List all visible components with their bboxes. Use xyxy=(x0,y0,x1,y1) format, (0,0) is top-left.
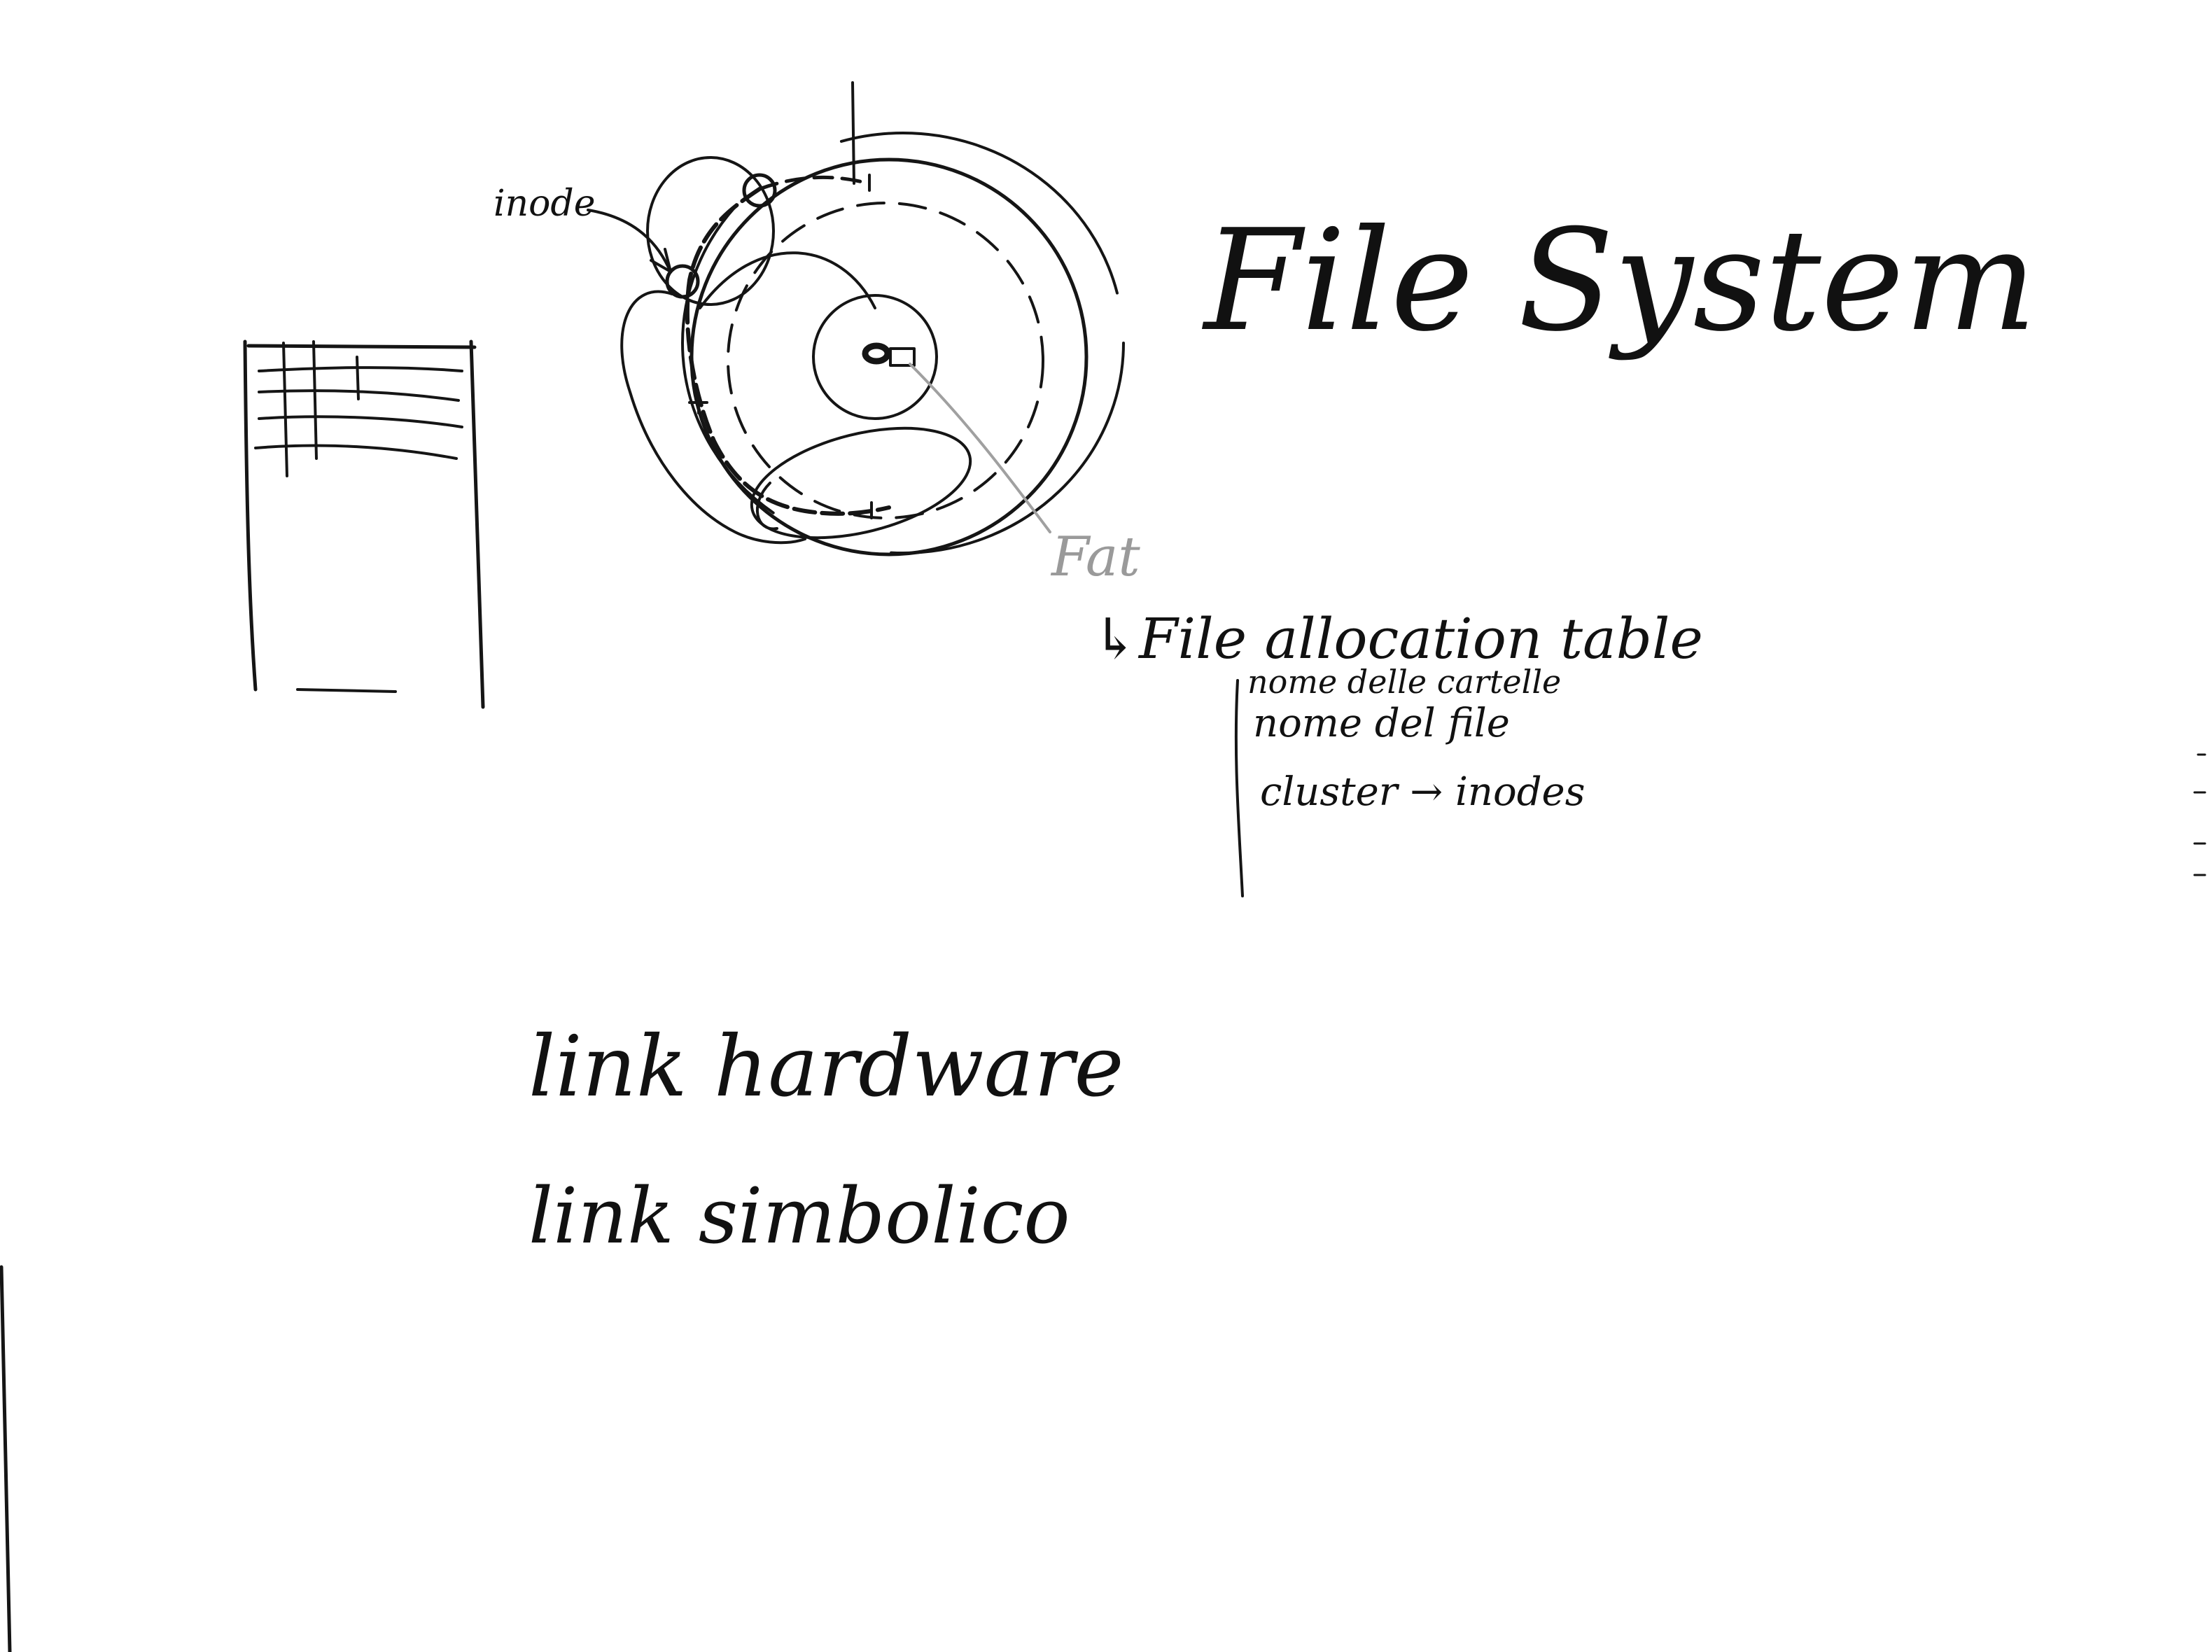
board-left-edge xyxy=(1,1267,10,1652)
fat-entries-list: nome delle cartelle nome del file cluste… xyxy=(1236,663,1586,896)
page-title: File System xyxy=(1201,200,2037,363)
link-symbolic: link simbolico xyxy=(528,1171,1070,1261)
table-sketch-col-1 xyxy=(284,343,287,476)
disk-spindle-ring xyxy=(813,295,937,419)
fat-entry-folders: nome delle cartelle xyxy=(1247,663,1561,701)
fat-expansion-label: ↳File allocation table xyxy=(1092,606,1703,671)
table-sketch-col-2 xyxy=(314,342,316,458)
block-tick-4 xyxy=(770,500,780,504)
region-loop-bottom xyxy=(741,408,981,557)
fat-entry-file-name: nome del file xyxy=(1253,701,1510,746)
table-sketch xyxy=(245,342,483,707)
inode-arrow xyxy=(588,210,668,267)
table-sketch-row-3 xyxy=(259,416,462,427)
table-sketch-bottom-edge xyxy=(298,690,396,692)
link-hardware: link hardware xyxy=(528,1018,1124,1116)
fat-entries-bracket xyxy=(1236,680,1242,896)
table-sketch-row-1 xyxy=(259,368,462,371)
inode-label: inode xyxy=(493,183,596,225)
table-sketch-right-edge xyxy=(471,342,483,707)
fat-entry-cluster: cluster → inodes xyxy=(1260,769,1585,815)
region-loop-inner xyxy=(700,253,875,308)
disk-spindle xyxy=(865,346,888,361)
table-sketch-col-3 xyxy=(357,357,358,399)
block-tick-1 xyxy=(690,393,707,413)
disk-sketch xyxy=(622,83,1124,558)
fat-label: Fat xyxy=(1050,526,1140,589)
table-sketch-left-edge xyxy=(245,342,255,690)
disk-axis-mark xyxy=(853,83,854,183)
